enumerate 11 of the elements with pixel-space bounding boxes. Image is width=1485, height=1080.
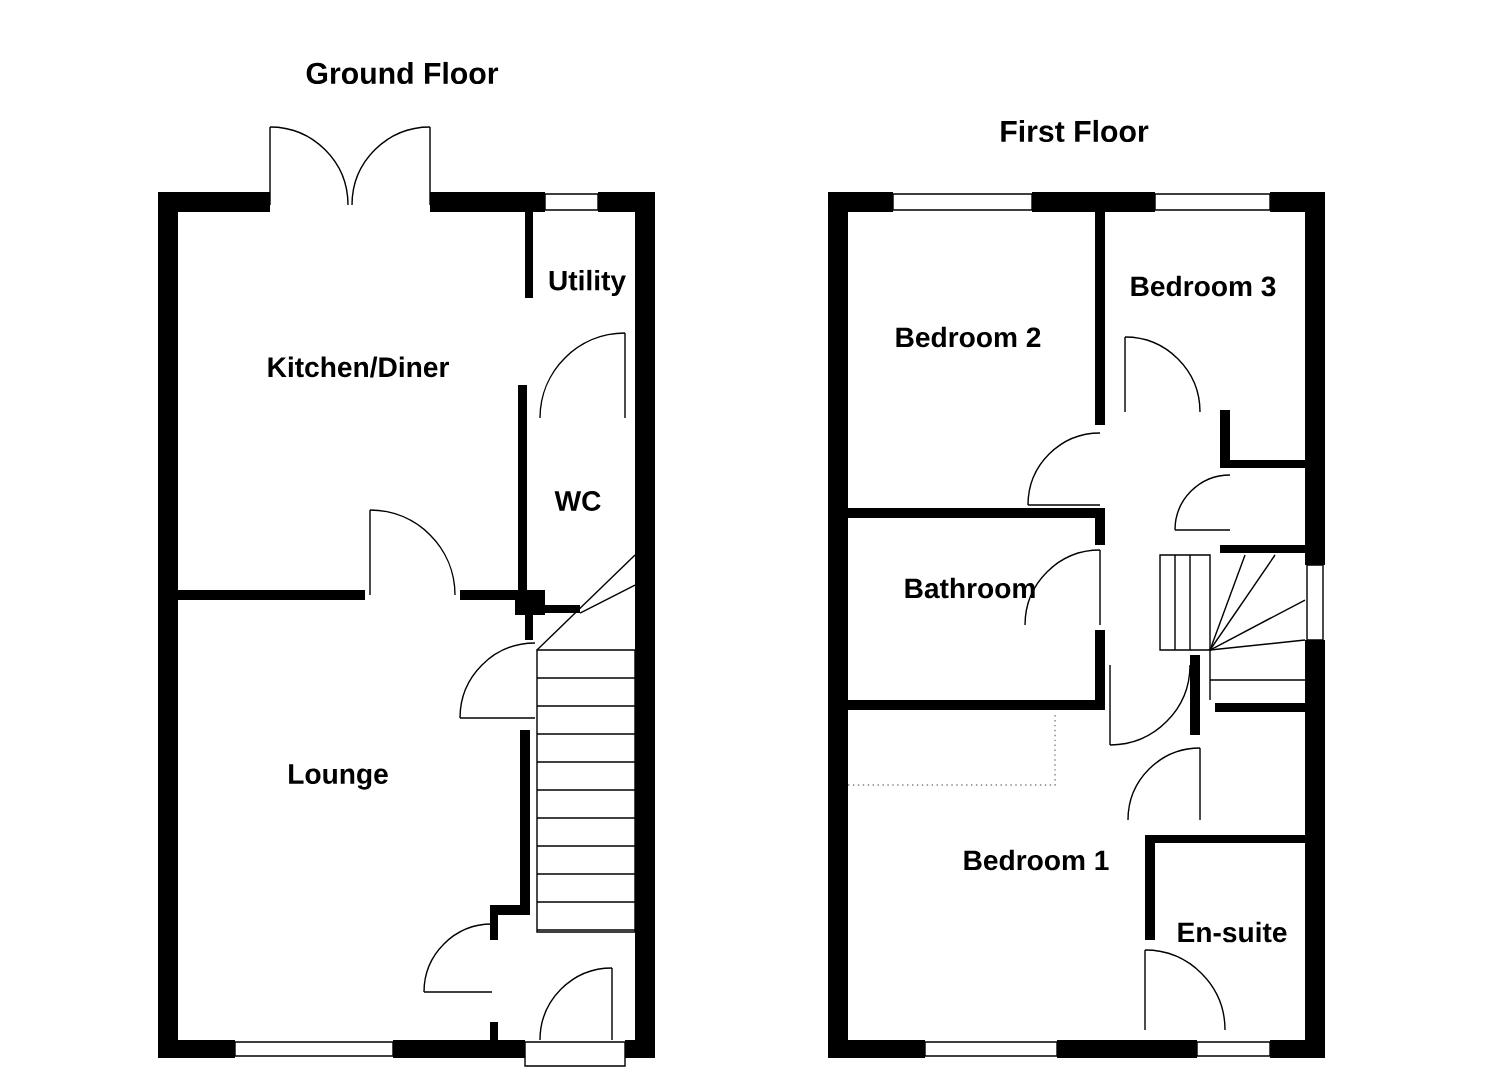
room-label: Bathroom [905,577,1035,599]
room-label: Bedroom 3 [1131,275,1276,297]
room-label: Kitchen/Diner [268,356,449,378]
room-label: Bedroom 1 [964,849,1109,871]
room-label: Utility [549,269,626,297]
floor-title: Ground Floor [306,61,499,85]
room-label: Bedroom 2 [896,326,1041,348]
room-label: WC [554,491,601,511]
room-label: En-suite [1178,921,1287,943]
room-label: Lounge [289,764,388,790]
floor-title: First Floor [1001,119,1149,143]
